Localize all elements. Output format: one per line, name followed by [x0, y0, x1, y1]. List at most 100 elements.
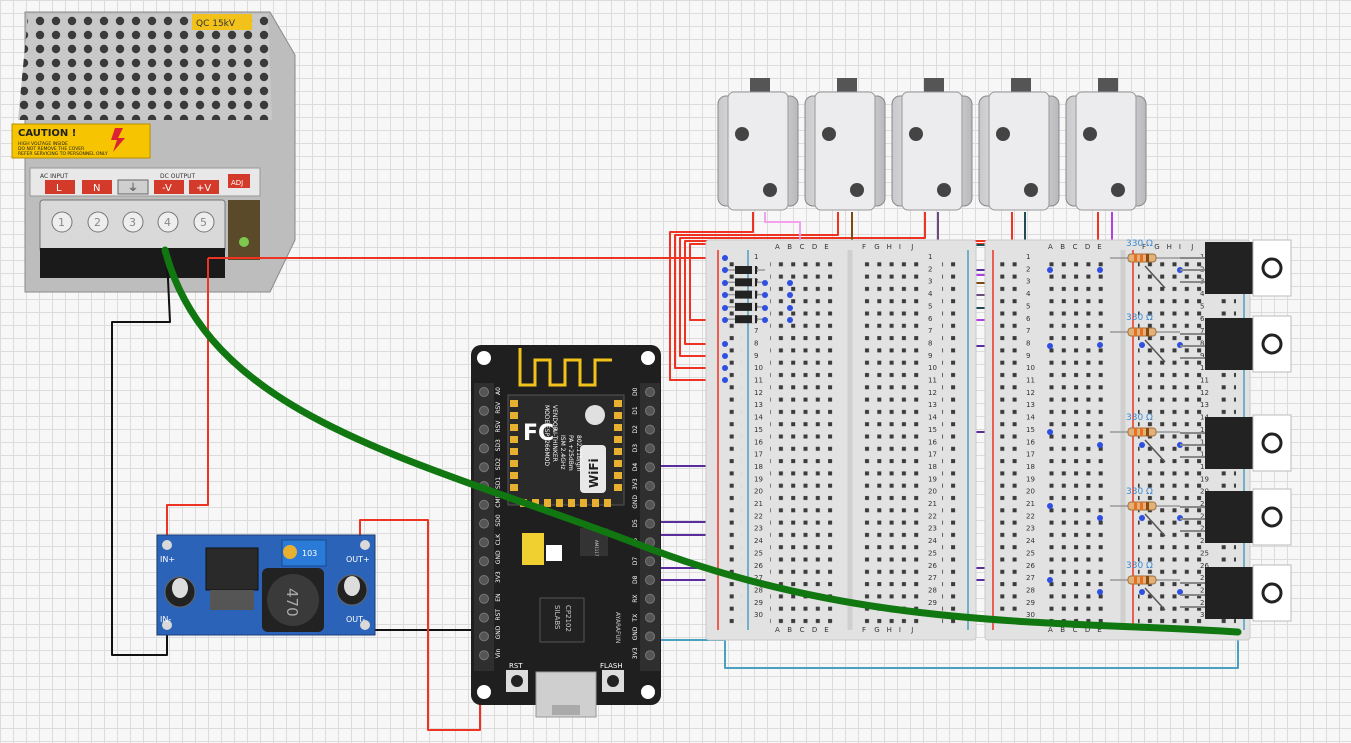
row-number: 4 — [1026, 290, 1031, 298]
pin-d0-right[interactable] — [645, 387, 655, 397]
wire-endpoint — [1177, 589, 1183, 595]
pin-d8-right[interactable] — [645, 575, 655, 585]
pin-rsv-left[interactable] — [479, 405, 489, 416]
pin-gnd-left[interactable] — [479, 631, 489, 642]
pin-label: GND — [632, 626, 639, 640]
row-number: 16 — [1200, 438, 1209, 446]
fcc-logo: FC — [523, 421, 554, 446]
pin-clk-left[interactable] — [479, 537, 489, 548]
solenoid-screw — [822, 127, 836, 141]
pin-d5-right[interactable] — [645, 518, 655, 529]
pin-cmd-left[interactable] — [479, 499, 489, 510]
pin-sd2-left[interactable] — [479, 462, 489, 473]
row-number: 19 — [1026, 475, 1035, 483]
row-number: 1 — [754, 253, 758, 261]
model-name: ESP8266MOD — [543, 425, 550, 466]
pin-3v3-right[interactable] — [645, 481, 655, 491]
pin-d3-right[interactable] — [645, 443, 655, 454]
buck-out-plus-label: OUT+ — [346, 555, 370, 564]
caution-text-2: DO NOT REMOVE THE COVER — [18, 146, 84, 152]
row-number: 20 — [1026, 488, 1035, 496]
pin-tx-right[interactable] — [645, 612, 655, 623]
pin-label: SD0 — [495, 514, 502, 526]
row-number: 6 — [928, 315, 933, 323]
pin-gnd-right[interactable] — [645, 631, 655, 642]
mosfets — [1180, 239, 1292, 622]
pin-a0-left[interactable] — [479, 387, 489, 397]
pin-d2-right[interactable] — [645, 424, 655, 435]
wire-endpoint — [1139, 442, 1145, 448]
black-wire-ground — [111, 257, 171, 656]
solenoid-locks — [717, 78, 1147, 211]
row-number: 11 — [1200, 377, 1209, 385]
row-number: 29 — [754, 599, 763, 607]
pin-sd0-left[interactable] — [479, 518, 489, 529]
pin-rst-left[interactable] — [479, 612, 489, 623]
flash-button-label: FLASH — [600, 662, 623, 670]
wire-endpoint — [762, 305, 768, 311]
pin-rx-right[interactable] — [645, 593, 655, 604]
resistor-label: 330 Ω — [1126, 487, 1153, 497]
row-number: 10 — [754, 364, 763, 372]
row-number: 8 — [1026, 339, 1030, 347]
regulator-label: AM1117 — [594, 540, 599, 557]
buck-out-minus-label: OUT- — [346, 615, 365, 624]
wire-endpoint — [722, 341, 728, 347]
row-number: 9 — [928, 352, 932, 360]
buck-in-plus-label: IN+ — [160, 555, 175, 564]
row-number: 27 — [754, 574, 763, 582]
pin-d7-right[interactable] — [645, 556, 655, 567]
pin-vin-left[interactable] — [479, 650, 489, 661]
wire-endpoint — [722, 280, 728, 286]
mosfet-mount-hole — [1261, 333, 1283, 355]
row-number: 11 — [928, 377, 937, 385]
red-wire-psu-to-buck — [166, 258, 209, 540]
row-number: 18 — [928, 463, 937, 471]
terminal-plus-v-label: +V — [196, 183, 211, 194]
pin-rsv-left[interactable] — [479, 424, 489, 435]
pin-en-left[interactable] — [479, 593, 489, 604]
row-number: 21 — [1200, 500, 1209, 508]
row-number: 8 — [754, 339, 758, 347]
row-number: 3 — [1026, 278, 1030, 286]
pin-label: EN — [495, 594, 502, 602]
pin-label: 3V3 — [632, 478, 639, 490]
row-number: 25 — [754, 549, 763, 557]
row-number: 14 — [928, 414, 937, 422]
resistor-label: 330 Ω — [1126, 239, 1153, 249]
pin-d1-right[interactable] — [645, 405, 655, 416]
resistor-label: 330 Ω — [1126, 561, 1153, 571]
row-number: 6 — [1026, 315, 1031, 323]
mosfet-body — [1205, 318, 1257, 370]
column-letter: B — [1060, 243, 1065, 251]
row-number: 22 — [928, 512, 937, 520]
row-number: 18 — [1026, 463, 1035, 471]
solenoid-1 — [717, 78, 799, 211]
pin-label: GND — [495, 625, 502, 639]
column-letter: D — [1085, 243, 1090, 251]
pin-gnd-left[interactable] — [479, 556, 489, 567]
terminal-screws: 1 2 3 4 5 — [51, 211, 215, 233]
row-number: 4 — [1200, 290, 1205, 298]
wifi-logo-text: WiFi — [587, 458, 601, 488]
pin-label: Vin — [495, 649, 502, 659]
row-number: 20 — [754, 488, 763, 496]
wire-endpoint — [1097, 442, 1103, 448]
column-letter: A — [775, 626, 780, 634]
row-number: 23 — [1200, 525, 1209, 533]
pin-sd3-left[interactable] — [479, 443, 489, 454]
row-number: 22 — [1026, 512, 1035, 520]
pin-label: RST — [495, 609, 502, 621]
mosfet-2 — [1180, 315, 1292, 373]
pin-gnd-right[interactable] — [645, 499, 655, 510]
pin-label: D1 — [632, 406, 639, 415]
inductor-value: 470 — [283, 588, 301, 617]
pin-label: D7 — [632, 557, 639, 566]
wire-endpoint — [787, 292, 793, 298]
pin-3v3-right[interactable] — [645, 650, 655, 661]
model-label: MODEL — [543, 405, 550, 427]
pin-3v3-left[interactable] — [479, 575, 489, 585]
terminal-number-5: 5 — [200, 216, 207, 229]
pin-d4-right[interactable] — [645, 462, 655, 473]
column-letter: C — [800, 243, 805, 251]
